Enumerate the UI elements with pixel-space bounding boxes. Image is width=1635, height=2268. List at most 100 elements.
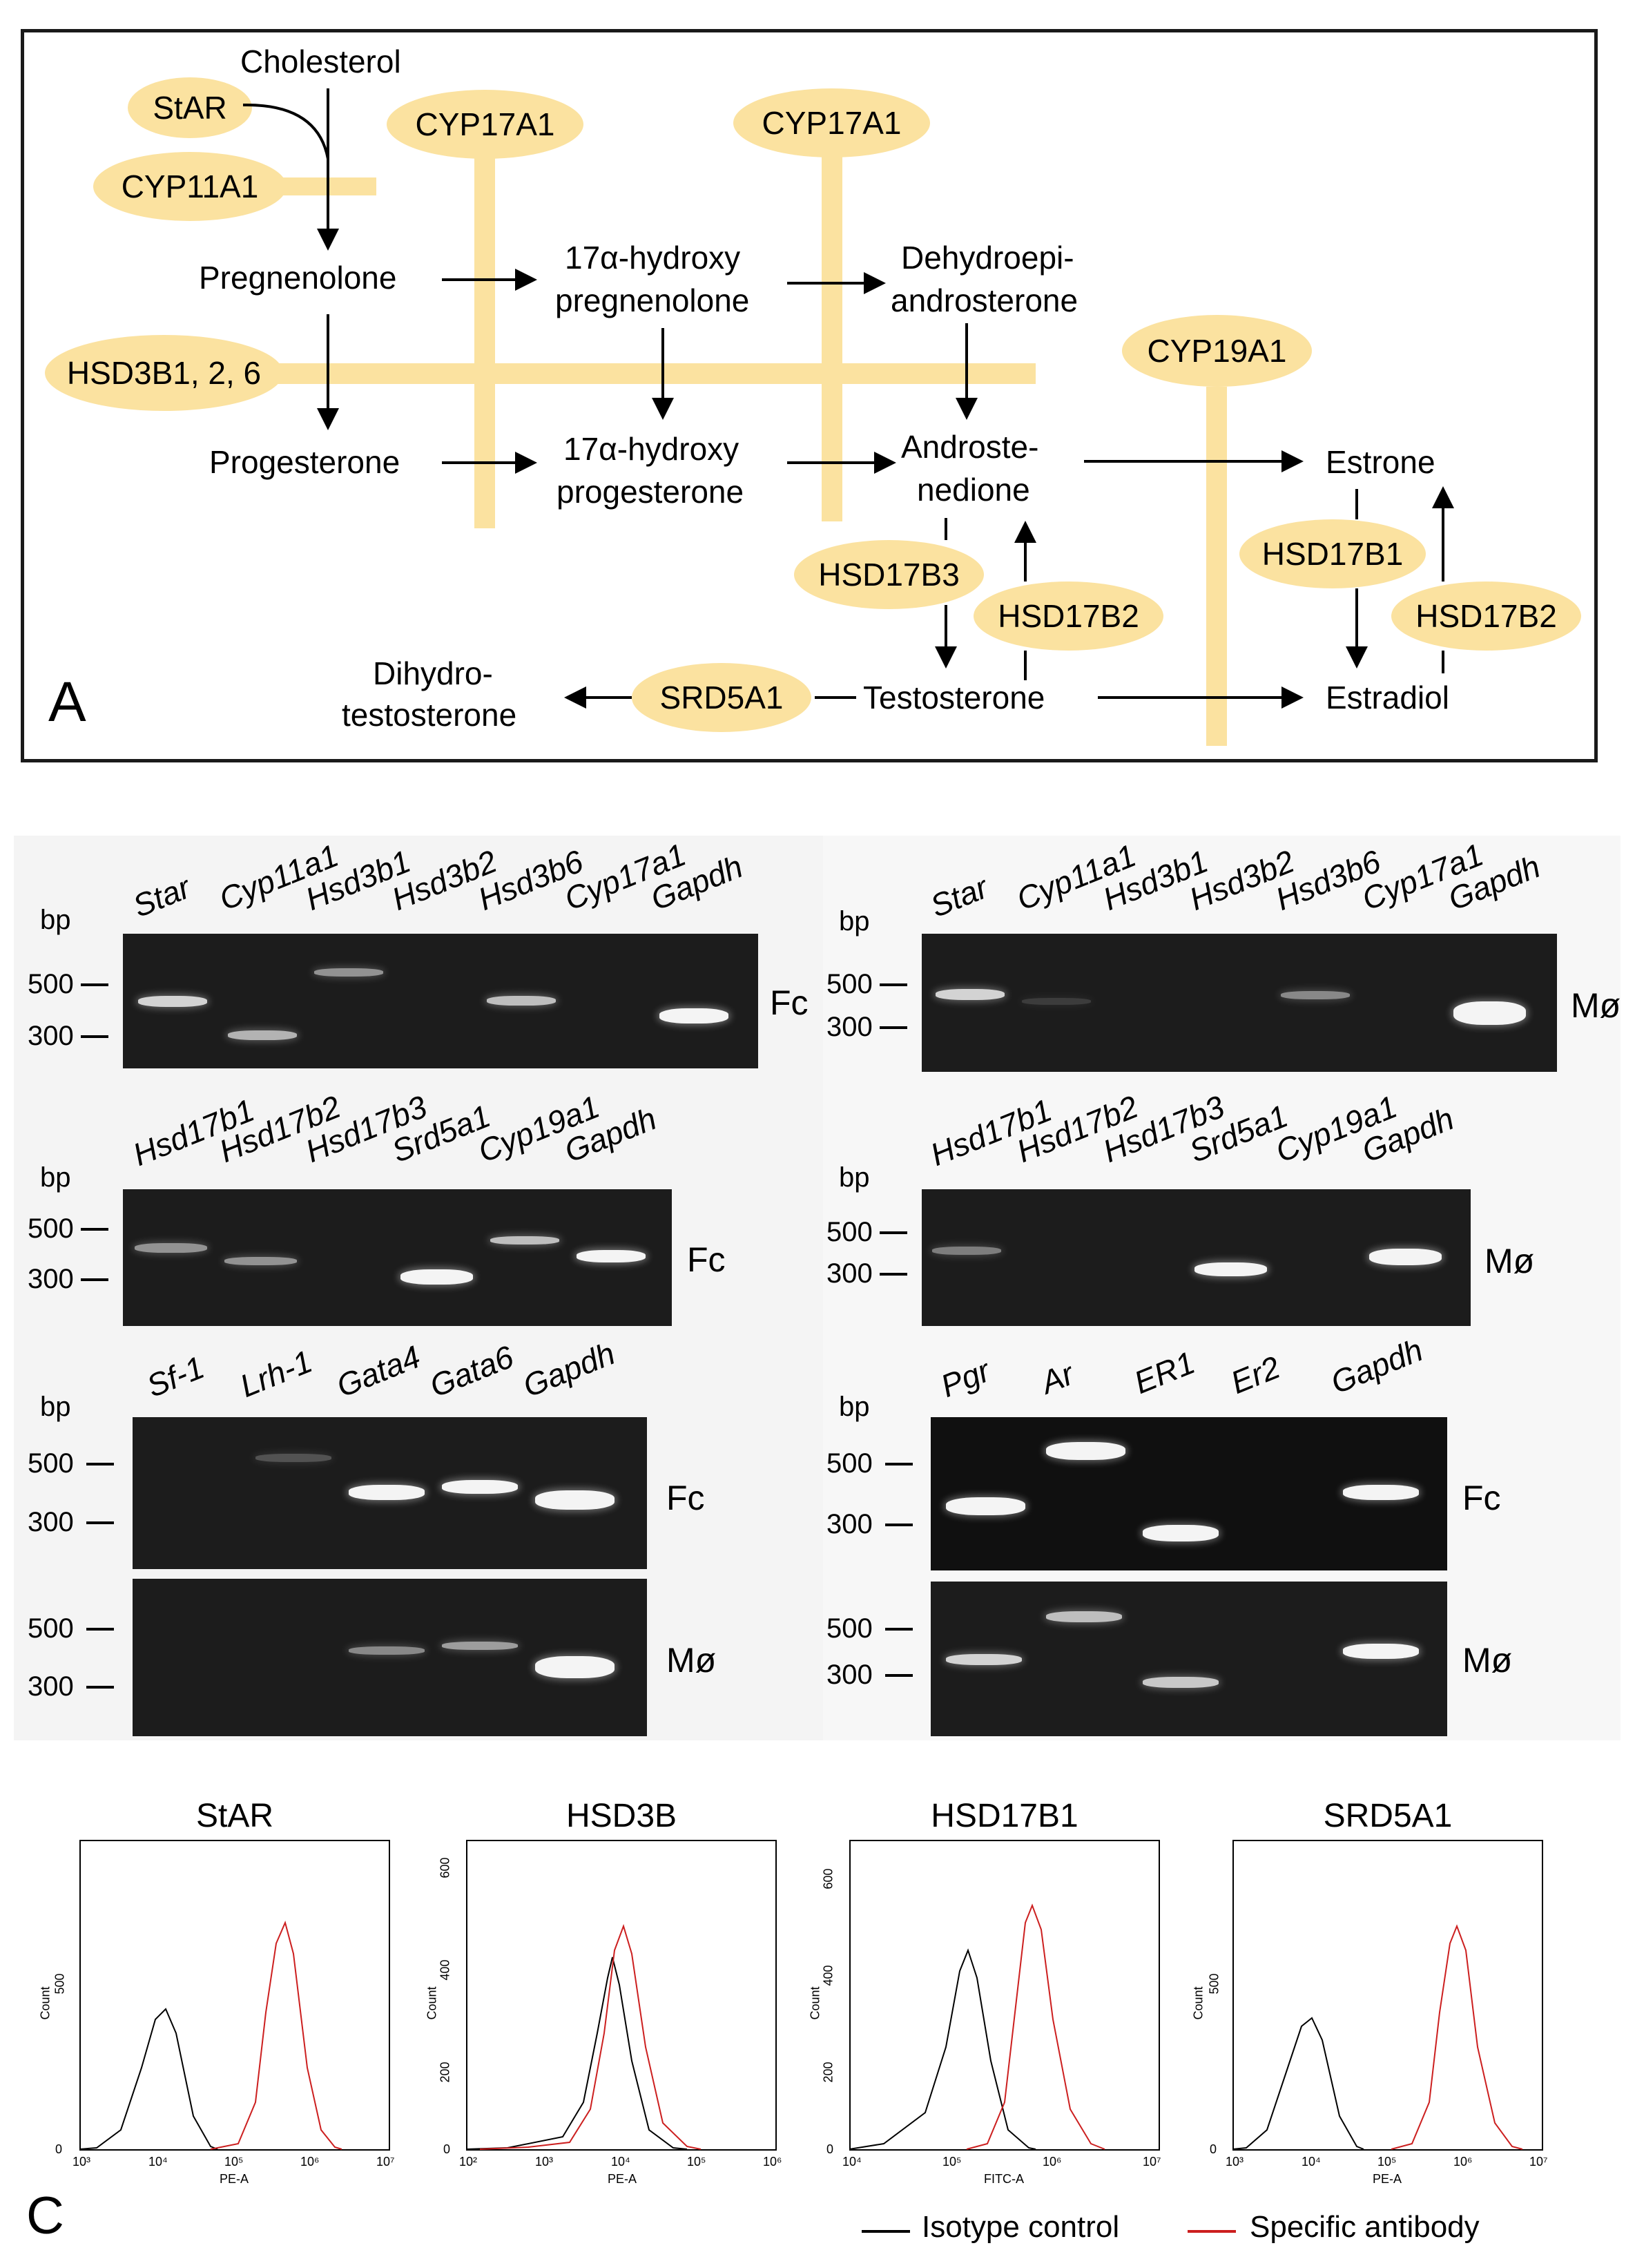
node-dhea-1: Dehydroepi- xyxy=(901,240,1074,276)
cyp17a1-bar-1 xyxy=(474,145,495,528)
gel6-mo-label: Mø xyxy=(1462,1641,1513,1680)
enzyme-hsd17b2-2: HSD17B2 xyxy=(1391,582,1581,651)
gel3-band-cyp19a1 xyxy=(490,1236,559,1244)
node-pregnenolone: Pregnenolone xyxy=(199,260,397,296)
node-cholesterol: Cholesterol xyxy=(240,44,401,79)
node-dht-2: testosterone xyxy=(342,697,517,733)
gel1-band-gapdh xyxy=(659,1008,728,1024)
gel4-bp-label: bp xyxy=(839,1162,870,1193)
plot2-xtick: 10⁴ xyxy=(611,2155,630,2169)
plot1-histograms xyxy=(79,1920,342,2150)
gel2-band-hsd3b6 xyxy=(1281,991,1350,999)
plot1-xtick: 10⁴ xyxy=(148,2155,168,2169)
plot4-ylabel: Count xyxy=(1191,1986,1206,2020)
plot1-xtick: 10⁷ xyxy=(376,2155,395,2169)
gel5-tick-300-mo xyxy=(86,1686,114,1689)
enzyme-srd5a1: SRD5A1 xyxy=(632,663,811,732)
gel6-fc-label: Fc xyxy=(1462,1479,1501,1517)
gel5-tick-500-fc xyxy=(86,1463,114,1465)
gel2-band-star xyxy=(936,989,1005,1000)
node-estrone: Estrone xyxy=(1326,444,1435,480)
gel5-tick-300-fc xyxy=(86,1521,114,1524)
gel4-marker-500: 500 xyxy=(826,1217,873,1247)
gel5-band-gapdh-mo xyxy=(535,1656,615,1678)
node-testosterone: Testosterone xyxy=(863,680,1045,715)
gel4-mo-label: Mø xyxy=(1484,1242,1535,1280)
plot3-histograms xyxy=(849,1903,1105,2150)
gel5-marker-300-mo: 300 xyxy=(28,1671,74,1702)
plot3-xlabel: FITC-A xyxy=(984,2172,1024,2186)
gel3-band-gapdh xyxy=(577,1250,646,1262)
gel1-tick-300 xyxy=(81,1035,108,1038)
gel3-band-hsd17b2 xyxy=(224,1257,297,1265)
gel1-tick-500 xyxy=(81,983,108,986)
legend-isotype-swatch xyxy=(862,2230,910,2233)
gel3-bp-label: bp xyxy=(40,1162,71,1193)
plot4-xtick: 10³ xyxy=(1226,2155,1244,2169)
gel3-marker-500: 500 xyxy=(28,1213,74,1244)
plot2-xtick: 10³ xyxy=(535,2155,554,2169)
gel6-band-ar-fc xyxy=(1046,1442,1125,1460)
gel6-band-gapdh-fc xyxy=(1343,1485,1419,1500)
plot1-xtick: 10⁶ xyxy=(300,2155,320,2169)
plot3-xtick: 10⁶ xyxy=(1043,2155,1062,2169)
legend-specific-swatch xyxy=(1188,2230,1236,2233)
plot3-ytick: 400 xyxy=(821,1965,835,1986)
gel6-bp-label: bp xyxy=(839,1392,870,1422)
node-estradiol: Estradiol xyxy=(1326,680,1449,715)
gel5-bp-label: bp xyxy=(40,1392,71,1422)
plot2-ytick: 200 xyxy=(438,2062,452,2083)
node-androstenedione-1: Androste- xyxy=(901,429,1039,465)
plot4-ytick: 0 xyxy=(1210,2142,1217,2156)
pathway-arrows xyxy=(242,88,1454,709)
gel6-band-er1-mo xyxy=(1143,1677,1219,1688)
gel3-fc-label: Fc xyxy=(687,1240,726,1279)
plot4-xtick: 10⁶ xyxy=(1453,2155,1473,2169)
gel6-band-ar-mo xyxy=(1046,1611,1122,1622)
cyp19a1-bar xyxy=(1206,387,1227,746)
gel1-band-cyp11a1 xyxy=(228,1030,297,1040)
plot1-ylabel: Count xyxy=(38,1986,52,2020)
plot4-xlabel: PE-A xyxy=(1373,2172,1402,2186)
gel5-marker-500-fc: 500 xyxy=(28,1448,74,1479)
gel1-band-hsd3b6 xyxy=(487,996,556,1006)
node-17oh-pregnenolone-2: pregnenolone xyxy=(555,282,750,318)
gel6-band-er1-fc xyxy=(1143,1525,1219,1541)
node-17oh-pregnenolone-1: 17α-hydroxy xyxy=(565,240,741,276)
plot2-ytick: 400 xyxy=(438,1959,452,1981)
gel4-tick-500 xyxy=(880,1231,907,1234)
gel6-band-pgr-mo xyxy=(946,1654,1022,1665)
plot3-ylabel: Count xyxy=(808,1986,822,2020)
plot3-xtick: 10⁴ xyxy=(842,2155,862,2169)
node-17oh-progesterone-2: progesterone xyxy=(557,474,744,510)
gel6-band-gapdh-mo xyxy=(1343,1644,1419,1659)
gel1-marker-300: 300 xyxy=(28,1021,74,1051)
gel5-tick-500-mo xyxy=(86,1628,114,1631)
legend-isotype-label: Isotype control xyxy=(922,2210,1120,2244)
gel1-fc-label: Fc xyxy=(770,983,809,1022)
gel4-tick-300 xyxy=(880,1273,907,1276)
enzyme-hsd17b1: HSD17B1 xyxy=(1239,519,1426,588)
plot1-xlabel: PE-A xyxy=(220,2172,249,2186)
gel2-marker-300: 300 xyxy=(826,1012,873,1042)
panel-a-label: A xyxy=(48,671,86,733)
enzyme-hsd17b2-1: HSD17B2 xyxy=(974,582,1163,651)
plot1-ytick: 500 xyxy=(52,1973,67,1995)
enzyme-hsd3b: HSD3B1, 2, 6 xyxy=(45,335,283,411)
plot3-ytick: 600 xyxy=(821,1868,835,1890)
plot2-ytick: 0 xyxy=(443,2142,451,2156)
plot2-title: HSD3B xyxy=(565,1798,677,1834)
gel2-bp-label: bp xyxy=(839,906,870,936)
gel6-marker-500-fc: 500 xyxy=(826,1448,873,1479)
gel6-marker-300-mo: 300 xyxy=(826,1660,873,1690)
hsd3b-bar xyxy=(262,363,1036,384)
node-androstenedione-2: nedione xyxy=(917,472,1030,508)
plot1-xtick: 10⁵ xyxy=(224,2155,244,2169)
gel5-band-gapdh-fc xyxy=(535,1490,615,1510)
plot4-histograms xyxy=(1232,1924,1523,2150)
node-dht-1: Dihydro- xyxy=(373,655,493,691)
plot2-histograms xyxy=(466,1923,702,2150)
gel6-band-pgr-fc xyxy=(946,1497,1025,1515)
gel5-band-gata6-mo xyxy=(442,1642,518,1650)
plot4-title: SRD5A1 xyxy=(1323,1798,1453,1834)
